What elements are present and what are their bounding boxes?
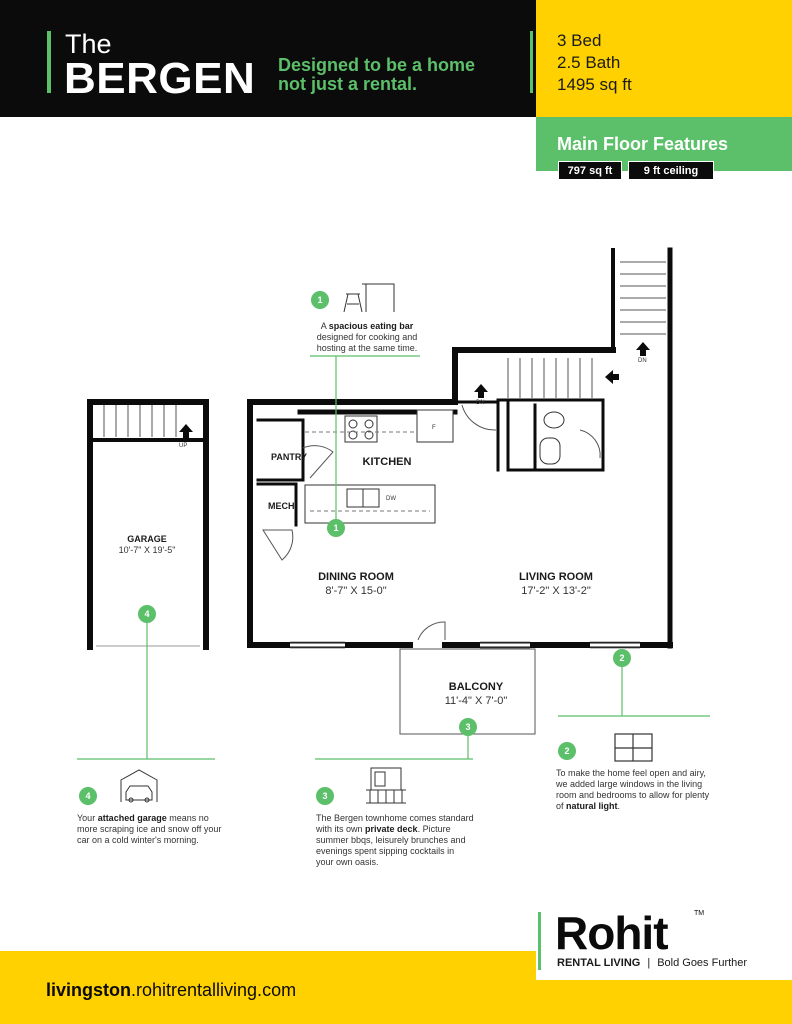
room-living-dim: 17'-2" X 13'-2"	[521, 585, 591, 597]
badge-4	[138, 605, 156, 623]
callout-lines	[77, 355, 710, 760]
window-icon	[614, 733, 653, 762]
title-small: The	[65, 29, 112, 59]
badge-1	[327, 519, 345, 537]
badge-4	[79, 787, 97, 805]
room-pantry: PANTRY	[271, 452, 307, 462]
room-garage-dim: 10'-7" X 19'-5"	[119, 545, 176, 555]
floor-area-chip: 797 sq ft	[558, 161, 622, 180]
ceiling-height-chip: 9 ft ceiling	[628, 161, 714, 180]
svg-text:1: 1	[317, 295, 322, 305]
burner-icon	[364, 430, 374, 440]
badge-3	[459, 718, 477, 736]
svg-text:4: 4	[144, 609, 149, 619]
mech-wall	[256, 482, 298, 527]
mech-door-swing	[262, 529, 294, 561]
badge-2	[558, 742, 576, 760]
spec-area: 1495 sq ft	[557, 75, 632, 94]
staircase-upper	[620, 261, 666, 335]
garage-wall	[87, 399, 209, 650]
svg-text:3: 3	[322, 791, 327, 801]
garage-up-label: UP	[179, 443, 187, 449]
fridge-icon	[416, 409, 454, 443]
room-mech: MECH	[268, 501, 295, 511]
callout-note-4: Your attached garage means no more scrap…	[77, 813, 222, 845]
spec-baths: 2.5 Bath	[557, 53, 621, 72]
room-dining-dim: 8'-7" X 15-0"	[325, 585, 386, 597]
logo-panel	[536, 900, 792, 980]
pantry-door-swing	[302, 445, 334, 479]
stair-dn-label: DN	[638, 358, 647, 364]
title-large: BERGEN	[64, 54, 256, 103]
dishwasher-label: DW	[386, 496, 396, 502]
burner-icon	[348, 430, 358, 440]
brand-tagline: RENTAL LIVING|Bold Goes Further	[557, 957, 748, 969]
stair-box-wall	[453, 398, 605, 472]
deck-icon	[366, 767, 406, 804]
bath-door-swing	[579, 429, 601, 459]
garage-car-icon	[120, 769, 158, 803]
specs-panel	[536, 0, 792, 117]
badge-1	[311, 291, 329, 309]
svg-text:4: 4	[85, 791, 90, 801]
burner-icon	[364, 419, 374, 429]
main-outer-wall	[247, 347, 616, 405]
balcony-door-swing	[417, 621, 446, 641]
callout-note-3: The Bergen townhome comes standard with …	[316, 813, 474, 867]
badge-3	[316, 787, 334, 805]
room-dining: DINING ROOM	[318, 571, 394, 583]
stair-dn-label: DN	[476, 400, 485, 406]
header-banner	[0, 0, 536, 117]
stair-arrow-icon	[605, 370, 619, 384]
website-link[interactable]: livingston.rohitrentalliving.com	[46, 980, 297, 1000]
room-garage: GARAGE	[127, 534, 167, 544]
room-balcony: BALCONY	[449, 681, 504, 693]
logo-accent-bar	[538, 912, 541, 970]
callout-note-1: A spacious eating bar designed for cooki…	[316, 321, 418, 353]
pantry-wall	[256, 418, 305, 482]
badge-2	[613, 649, 631, 667]
tagline-line-1: Designed to be a home	[278, 55, 476, 75]
tagline-line-2: not just a rental.	[278, 74, 418, 94]
svg-text:1: 1	[333, 523, 338, 533]
svg-text:2: 2	[619, 653, 624, 663]
stair-arrow-icon	[474, 384, 488, 398]
entry-door-swing	[461, 404, 497, 431]
window-frames	[290, 641, 640, 649]
room-balcony-dim: 11'-4" X 7'-0"	[445, 695, 508, 707]
bath-sink-icon	[539, 437, 561, 465]
features-title: Main Floor Features	[557, 134, 729, 154]
header-accent-bar	[47, 31, 51, 93]
callout-note-2: To make the home feel open and airy, we …	[556, 768, 710, 811]
trademark: TM	[694, 910, 705, 917]
stair-arrow-icon	[636, 342, 650, 356]
room-living: LIVING ROOM	[519, 571, 593, 583]
svg-text:2: 2	[564, 746, 569, 756]
specs-accent-bar	[530, 31, 533, 93]
toilet-icon	[543, 411, 565, 429]
garage-staircase	[103, 405, 177, 437]
svg-text:3: 3	[465, 722, 470, 732]
stair-arrow-icon	[179, 424, 193, 438]
brand-logo: Rohit	[555, 907, 669, 959]
spec-beds: 3 Bed	[557, 31, 602, 50]
fridge-label: F	[432, 425, 436, 431]
bar-stool-icon	[343, 283, 395, 313]
tagline: Designed to be a home not just a rental.	[278, 56, 528, 94]
staircase-middle	[507, 358, 593, 398]
burner-icon	[348, 419, 358, 429]
room-kitchen: KITCHEN	[363, 456, 412, 468]
specs-list: 3 Bed 2.5 Bath 1495 sq ft	[557, 30, 632, 96]
